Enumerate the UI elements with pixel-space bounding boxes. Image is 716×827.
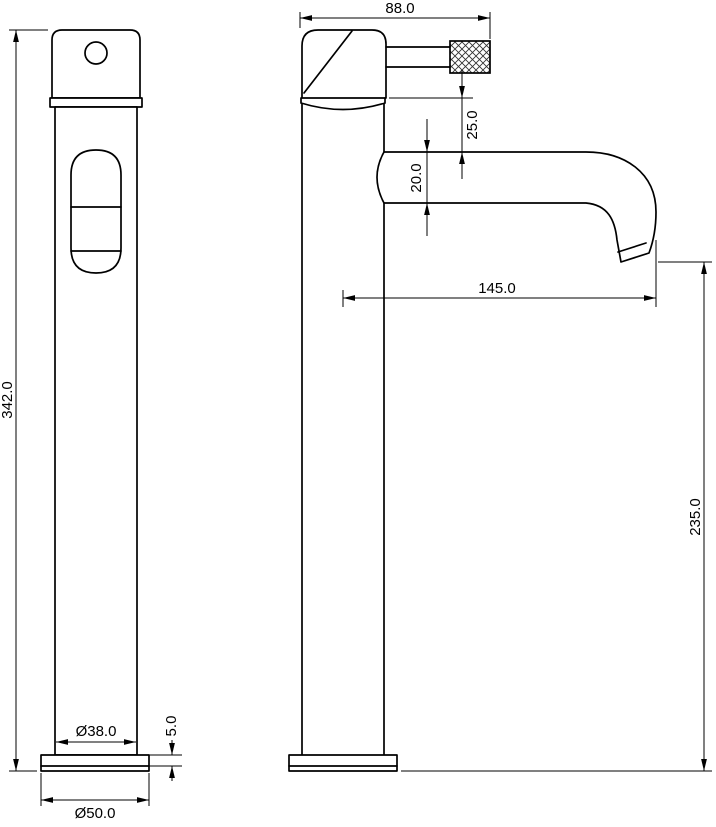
front-lever-slot (70, 149, 122, 274)
side-spout-root-curve (376, 151, 385, 204)
dim-spout-reach: 145.0 (342, 240, 657, 307)
dim-outlet-height: 235.0 (401, 261, 712, 772)
dim-label-body-diameter: Ø38.0 (76, 723, 117, 740)
dim-label-top-width: 88.0 (385, 0, 414, 17)
side-lever-knurled-grip (449, 40, 491, 74)
front-neck-flange (49, 97, 143, 108)
side-base-plate (288, 754, 398, 772)
front-base-plate (40, 754, 150, 772)
dim-base-diameter: Ø50.0 (40, 773, 150, 822)
dim-label-spout-reach: 145.0 (478, 280, 516, 297)
dim-overall-height: 342.0 (0, 29, 48, 772)
dim-label-overall-height: 342.0 (0, 381, 16, 419)
dim-label-handle-clearance: 25.0 (464, 110, 481, 139)
side-view (288, 29, 657, 772)
front-view (40, 29, 150, 772)
side-neck-collar (300, 97, 386, 111)
side-handle-chamfer-line (303, 30, 353, 94)
side-handle-housing (301, 29, 387, 99)
dim-label-outlet-height: 235.0 (687, 498, 704, 536)
dim-spout-diameter: 20.0 (408, 119, 430, 236)
dim-label-base-thickness: 5.0 (163, 716, 180, 737)
dim-label-base-diameter: Ø50.0 (75, 805, 116, 822)
dim-base-thickness: 5.0 (149, 716, 182, 781)
side-spout (384, 151, 657, 263)
side-spout-aerator-line (617, 242, 647, 253)
dim-body-diameter: Ø38.0 (56, 723, 136, 745)
dim-top-width: 88.0 (299, 0, 491, 39)
front-handle-button (84, 41, 108, 65)
dim-label-spout-diameter: 20.0 (408, 163, 425, 192)
dim-handle-clearance: 25.0 (389, 70, 481, 179)
